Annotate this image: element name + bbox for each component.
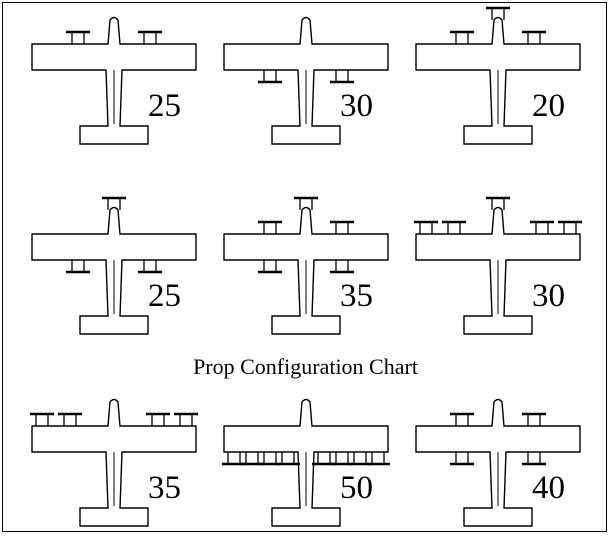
bottom-prop-1-nacelle <box>455 452 469 464</box>
top-prop-4-nacelle <box>563 222 577 234</box>
nose-prop-nacelle <box>491 8 505 20</box>
plane-config-9: 40 <box>415 398 581 527</box>
top-prop-1-nacelle <box>263 222 277 234</box>
top-prop-2-nacelle <box>527 32 541 44</box>
plane-config-7: 35 <box>30 398 198 527</box>
bottom-prop-2-nacelle <box>527 452 541 464</box>
config-value-label: 25 <box>148 278 181 314</box>
bottom-prop-1-nacelle <box>227 452 241 464</box>
bottom-prop-2-nacelle <box>143 260 157 272</box>
plane-config-6: 30 <box>414 196 582 335</box>
bottom-prop-1-nacelle <box>71 260 85 272</box>
config-value-label: 40 <box>532 470 565 506</box>
bottom-prop-3-nacelle <box>263 452 277 464</box>
config-value-label: 30 <box>340 88 373 124</box>
config-value-label: 35 <box>340 278 373 314</box>
nose-prop-nacelle <box>491 198 505 210</box>
top-prop-3-nacelle <box>151 414 165 426</box>
plane-config-5: 35 <box>223 196 389 335</box>
config-value-label: 35 <box>148 470 181 506</box>
nose-prop-nacelle <box>107 198 121 210</box>
plane-config-2: 30 <box>223 16 389 145</box>
top-prop-1-nacelle <box>455 414 469 426</box>
top-prop-1-nacelle <box>35 414 49 426</box>
top-prop-1-nacelle <box>419 222 433 234</box>
bottom-prop-6-nacelle <box>335 452 349 464</box>
top-prop-1-nacelle <box>71 32 85 44</box>
top-prop-2-nacelle <box>63 414 77 426</box>
plane-config-3: 20 <box>415 6 581 145</box>
top-prop-4-nacelle <box>179 414 193 426</box>
bottom-prop-2-nacelle <box>245 452 259 464</box>
top-prop-2-nacelle <box>335 222 349 234</box>
config-value-label: 20 <box>532 88 565 124</box>
chart-caption: Prop Configuration Chart <box>193 354 418 379</box>
config-value-label: 50 <box>340 470 373 506</box>
nose-prop-nacelle <box>299 198 313 210</box>
config-value-label: 30 <box>532 278 565 314</box>
top-prop-2-nacelle <box>447 222 461 234</box>
bottom-prop-7-nacelle <box>353 452 367 464</box>
top-prop-2-nacelle <box>143 32 157 44</box>
bottom-prop-2-nacelle <box>335 70 349 82</box>
plane-config-4: 25 <box>31 196 197 335</box>
bottom-prop-8-nacelle <box>371 452 385 464</box>
top-prop-1-nacelle <box>455 32 469 44</box>
bottom-prop-1-nacelle <box>263 260 277 272</box>
bottom-prop-2-nacelle <box>335 260 349 272</box>
top-prop-3-nacelle <box>535 222 549 234</box>
bottom-prop-4-nacelle <box>281 452 295 464</box>
plane-config-8: 50 <box>222 398 390 527</box>
bottom-prop-5-nacelle <box>317 452 331 464</box>
plane-config-1: 25 <box>31 16 197 145</box>
config-value-label: 25 <box>148 88 181 124</box>
top-prop-2-nacelle <box>527 414 541 426</box>
bottom-prop-1-nacelle <box>263 70 277 82</box>
